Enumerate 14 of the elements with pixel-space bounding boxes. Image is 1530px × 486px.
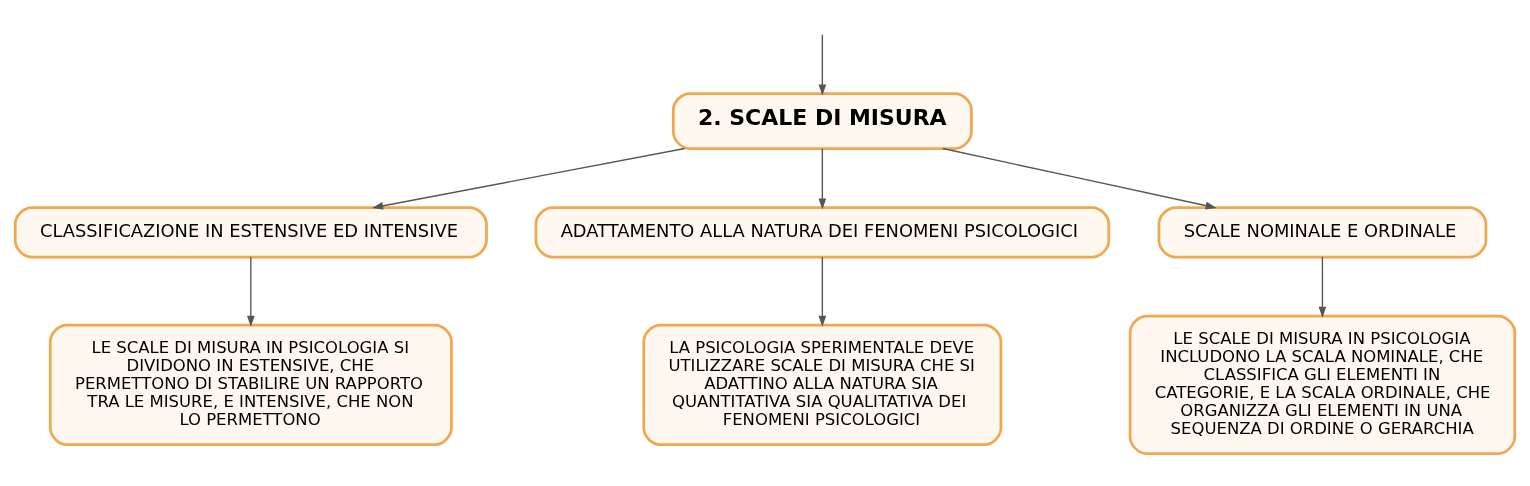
arrow bbox=[1318, 255, 1327, 318]
arrow bbox=[942, 147, 1217, 209]
node-box: LE SCALE DI MISURA IN PSICOLOGIA INCLUDONO LA SCALA NOMINALE, CHE CLASSIFICA GLI ELEMENTI IN CATEGORIE, E LA SCALA ORDINALE, CHE ORGANIZZA GLI ELEMENTI IN UNA SEQUENZA DI ORDINE O GERARCHIA bbox=[1128, 314, 1517, 455]
node-box: CLASSIFICAZIONE IN ESTENSIVE ED INTENSIVE bbox=[13, 205, 488, 258]
arrow bbox=[247, 255, 255, 327]
arrow bbox=[818, 33, 827, 95]
node-box: LA PSICOLOGIA SPERIMENTALE DEVE UTILIZZARE SCALE DI MISURA CHE SI ADATTINO ALLA NATURA SIA QUANTITATIVA SIA QUALITATIVA DEI FENOMENI PSICOLOGICI bbox=[642, 323, 1003, 446]
arrow bbox=[818, 147, 827, 210]
node-box: LE SCALE DI MISURA IN PSICOLOGIA SI DIVIDONO IN ESTENSIVE, CHE PERMETTONO DI STABILIRE UN RAPPORTO TRA LE MISURE, E INTENSIVE, CHE NON LO PERMETTONO bbox=[48, 323, 453, 446]
arrow bbox=[818, 255, 827, 327]
node-box: 2. SCALE DI MISURA bbox=[671, 91, 973, 150]
arrow bbox=[372, 147, 686, 210]
node-box: SCALE NOMINALE E ORDINALE bbox=[1157, 205, 1488, 258]
node-box: ADATTAMENTO ALLA NATURA DEI FENOMENI PSICOLOGICI bbox=[534, 205, 1111, 258]
